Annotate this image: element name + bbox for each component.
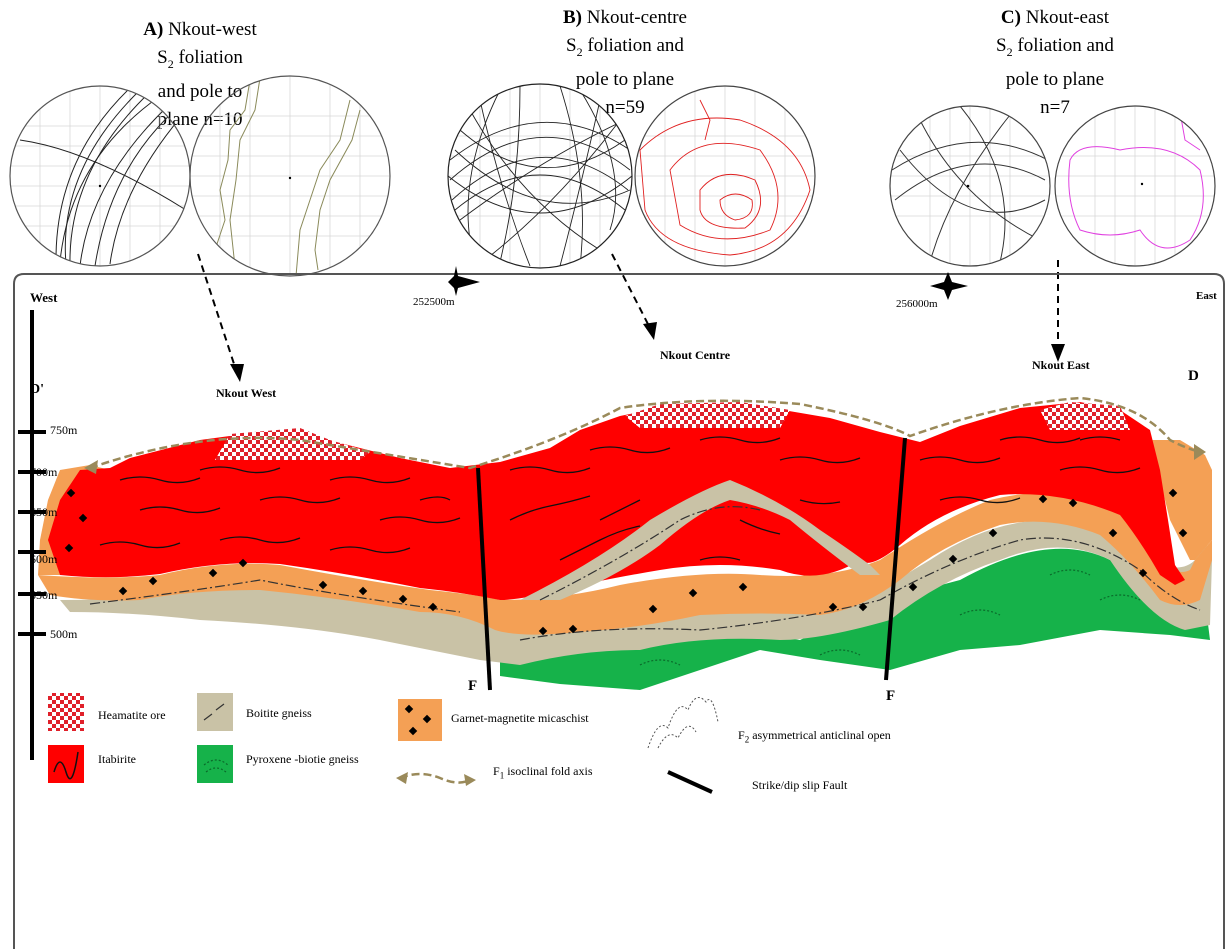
section-frame: [13, 273, 1225, 949]
west-label: West: [30, 290, 58, 305]
scale-600: 600m: [30, 552, 58, 566]
panel-arrows: [197, 253, 1059, 371]
legend-fault: Strike/dip slip Fault: [752, 778, 848, 792]
scale-550: 550m: [30, 588, 58, 602]
stereonet-c-planes: [889, 105, 1051, 267]
legend-biotite: Boitite gneiss: [246, 706, 312, 720]
section-end-left: D': [30, 382, 44, 397]
coord-256000: 256000m: [896, 298, 938, 310]
scale-750: 750m: [50, 423, 78, 437]
legend-swatches: [48, 693, 719, 794]
fault-label-west: F: [468, 678, 478, 694]
legend-garnet: Garnet-magnetite micaschist: [451, 711, 589, 725]
stereonet-a-planes: [9, 85, 191, 267]
depth-scale: [18, 310, 46, 760]
legend-f1-fold: F1 isoclinal fold axis: [493, 764, 593, 781]
site-nkout-east: Nkout East: [1032, 358, 1090, 372]
east-label: East: [1196, 290, 1217, 302]
legend-pyroxene: Pyroxene -biotie gneiss: [246, 752, 359, 766]
section-end-right: D: [1188, 368, 1199, 384]
coord-markers: [448, 266, 968, 300]
panel-c-title: C) Nkout-east S2 foliation and pole to p…: [996, 7, 1114, 118]
stereonet-b-planes: [447, 83, 633, 269]
site-nkout-centre: Nkout Centre: [660, 348, 731, 362]
panel-b-title: B) Nkout-centre S2 foliation and pole to…: [563, 7, 687, 118]
coord-252500: 252500m: [413, 296, 455, 308]
stereonet-grids: [10, 76, 1215, 276]
scale-700: 700m: [30, 465, 58, 479]
arrow-heads: [230, 322, 1065, 382]
stereonet-c-poles: [1054, 105, 1216, 267]
scale-650: 650m: [30, 505, 58, 519]
panel-a-title: A) Nkout-west S2 foliation and pole to p…: [143, 19, 257, 130]
fault-label-east: F: [886, 688, 896, 704]
legend-f2-anticline: F2 asymmetrical anticlinal open: [738, 728, 891, 745]
cross-section: [38, 396, 1212, 691]
stereonet-b-poles: [634, 85, 816, 267]
legend-hematite: Heamatite ore: [98, 708, 166, 722]
legend-itabirite: Itabirite: [98, 752, 136, 766]
site-nkout-west: Nkout West: [216, 386, 277, 400]
scale-500: 500m: [50, 627, 78, 641]
